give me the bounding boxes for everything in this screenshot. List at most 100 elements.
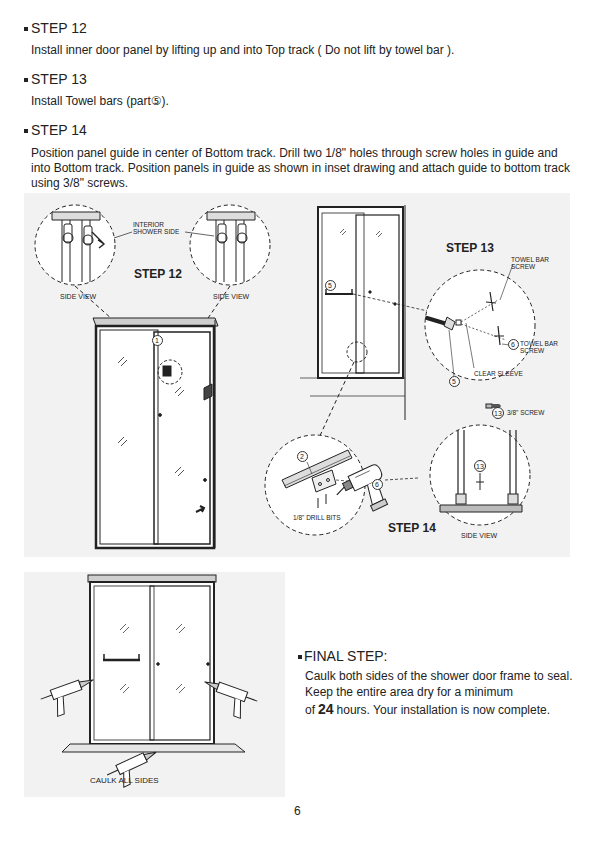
side-view-inset bbox=[430, 425, 530, 525]
drill bbox=[355, 471, 370, 478]
installed-door bbox=[369, 291, 371, 293]
guide-drill-inset bbox=[319, 483, 322, 486]
towel-bar-inset bbox=[444, 317, 455, 330]
instruction-text: Install Towel bars (part⑤). bbox=[31, 95, 169, 109]
side-view-inset bbox=[114, 232, 132, 238]
callout-label: TOWEL BAR SCREW bbox=[511, 256, 549, 271]
callout-label: CAULK ALL SIDES bbox=[90, 776, 159, 785]
side-view-inset bbox=[92, 232, 104, 248]
instruction-text: hours. Your installation is now complete… bbox=[337, 703, 550, 717]
final-panel bbox=[24, 572, 285, 797]
side-view-inset bbox=[456, 494, 466, 504]
side-view-inset bbox=[35, 205, 115, 285]
callout-number: 5 bbox=[328, 282, 332, 289]
step-heading: FINAL STEP: bbox=[304, 648, 388, 664]
installed-door bbox=[322, 213, 364, 373]
towel-bar-inset bbox=[466, 323, 474, 368]
callout-number: 13 bbox=[494, 410, 502, 417]
caulked-door bbox=[94, 586, 154, 740]
callout-label: 3/8" SCREW bbox=[507, 409, 544, 416]
towel-bar-inset bbox=[486, 404, 492, 408]
side-view-inset bbox=[430, 425, 530, 525]
installed-door bbox=[405, 205, 406, 420]
side-view-inset bbox=[476, 473, 484, 490]
towel-bar-inset bbox=[486, 292, 496, 311]
caulked-door bbox=[207, 663, 210, 666]
callout-number: 6 bbox=[375, 481, 379, 488]
callout-number: 2 bbox=[297, 451, 308, 462]
bullet bbox=[24, 129, 28, 133]
installed-door bbox=[356, 215, 399, 373]
guide-drill-inset bbox=[307, 462, 312, 474]
step-label: STEP 12 bbox=[134, 268, 182, 282]
shower-door bbox=[159, 414, 162, 417]
step-heading: STEP 12 bbox=[31, 20, 87, 36]
installed-door bbox=[300, 205, 432, 440]
shower-door bbox=[175, 467, 184, 476]
shower-door bbox=[215, 320, 216, 548]
callout-number: 13 bbox=[476, 463, 484, 470]
side-view-inset bbox=[238, 224, 246, 242]
installed-door bbox=[318, 362, 354, 440]
towel-bar-inset bbox=[425, 270, 535, 380]
drill bbox=[371, 499, 388, 511]
side-view-inset bbox=[218, 224, 226, 242]
side-view-inset bbox=[237, 233, 247, 243]
side-view-inset bbox=[207, 212, 255, 220]
installed-door bbox=[353, 294, 432, 312]
side-view-inset bbox=[458, 430, 464, 500]
step-panel bbox=[24, 193, 570, 557]
bullet bbox=[24, 27, 28, 31]
caulked-door bbox=[150, 586, 210, 740]
callout-label: CLEAR SLEEVE bbox=[474, 370, 523, 377]
view-label: SIDE VIEW bbox=[461, 532, 497, 540]
shower-door bbox=[154, 332, 210, 544]
shower-door bbox=[158, 360, 182, 384]
caulked-door bbox=[62, 575, 245, 752]
caulked-door bbox=[104, 654, 139, 660]
shower-door bbox=[93, 318, 218, 548]
callout-number: 13 bbox=[474, 460, 486, 472]
side-view-inset bbox=[84, 226, 92, 244]
shower-door bbox=[163, 366, 171, 376]
installed-door bbox=[347, 342, 367, 362]
callout-label: INTERIOR SHOWER SIDE bbox=[133, 221, 185, 236]
guide-drill-inset bbox=[318, 494, 326, 508]
page-number: 6 bbox=[294, 805, 301, 819]
caulk-gun bbox=[197, 677, 259, 722]
towel-bar-inset bbox=[427, 318, 447, 324]
guide-drill-inset bbox=[265, 435, 418, 535]
shower-door bbox=[118, 357, 127, 366]
callout-number: 1 bbox=[152, 335, 163, 346]
callout-number: 6 bbox=[372, 479, 383, 490]
shower-door bbox=[100, 330, 158, 544]
installed-door bbox=[340, 229, 382, 237]
side-view-inset bbox=[35, 205, 270, 362]
towel-bar-inset bbox=[456, 320, 461, 325]
caulked-door bbox=[88, 575, 216, 582]
installed-door bbox=[340, 229, 346, 235]
shower-door bbox=[118, 437, 127, 446]
callout-number: 6 bbox=[508, 339, 519, 350]
caulked-door bbox=[157, 663, 160, 666]
emphasis-number: 24 bbox=[318, 701, 334, 717]
guide-drill-inset bbox=[265, 435, 365, 535]
callout-number: 13 bbox=[492, 407, 504, 419]
callout-number: 6 bbox=[511, 341, 515, 348]
callout-label: 1/8" DRILL BITS bbox=[293, 514, 341, 521]
bullet bbox=[298, 655, 302, 659]
side-view-inset bbox=[508, 494, 518, 504]
side-view-inset bbox=[83, 235, 93, 245]
guide-drill-inset bbox=[385, 478, 418, 480]
installed-door bbox=[325, 293, 353, 295]
caulk-gun bbox=[39, 675, 259, 791]
drill bbox=[348, 463, 384, 491]
caulk-gun bbox=[229, 698, 246, 718]
step-heading: STEP 14 bbox=[31, 122, 87, 138]
view-label: SIDE VIEW bbox=[60, 293, 96, 301]
caulk-gun bbox=[50, 680, 82, 700]
towel-bar-inset bbox=[425, 264, 535, 408]
side-view-inset bbox=[63, 233, 73, 243]
shower-door bbox=[204, 479, 207, 482]
side-view-inset bbox=[52, 212, 100, 220]
